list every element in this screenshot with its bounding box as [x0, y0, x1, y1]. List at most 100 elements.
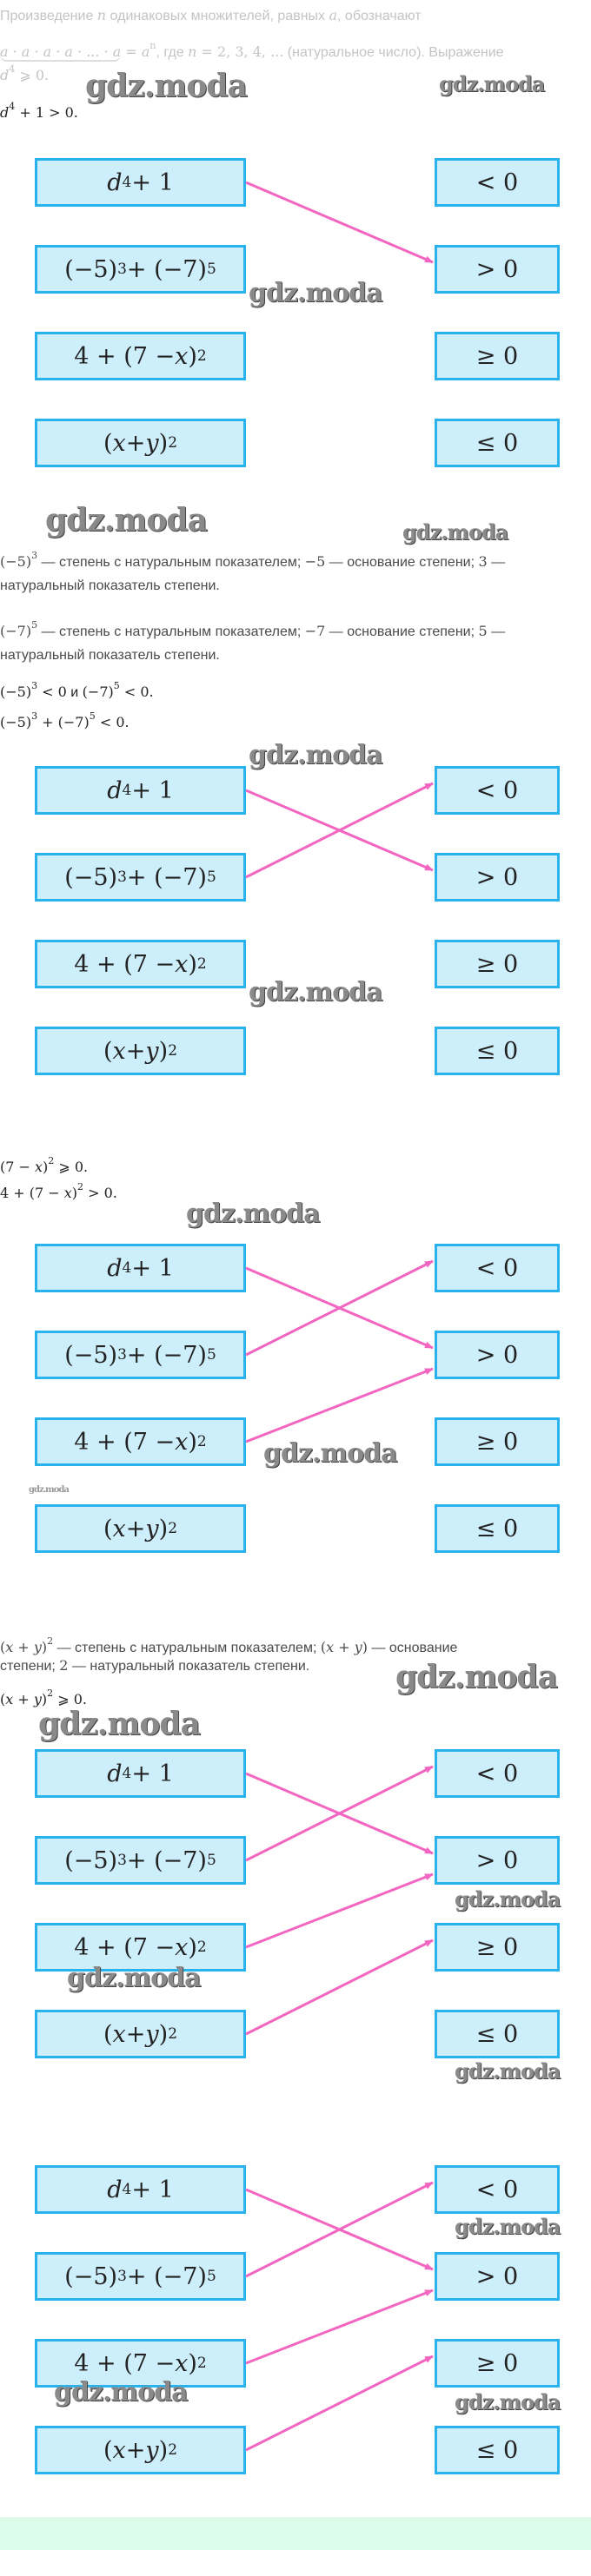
math-segment: + (−7)	[126, 863, 207, 891]
sign-box[interactable]: ≤ 0	[435, 2010, 560, 2058]
math-segment: +	[125, 1037, 146, 1065]
expression-box[interactable]: (−5)3 + (−7)5	[35, 245, 246, 294]
watermark: gdz.moda	[455, 2058, 561, 2084]
expression-box[interactable]: (x + y)2	[35, 1027, 246, 1075]
math-variable: x	[5, 1691, 14, 1707]
math-variable: x	[112, 1037, 126, 1065]
superscript: 2	[77, 1181, 84, 1192]
watermark: gdz.moda	[455, 1886, 561, 1912]
math-segment: 2	[59, 1657, 69, 1674]
math-segment: )	[71, 1185, 78, 1201]
math-segment: +	[13, 1691, 34, 1707]
expression-box[interactable]: 4 + (7 − x)2	[35, 940, 246, 988]
math-segment: 5	[478, 623, 488, 639]
sign-box[interactable]: > 0	[435, 853, 560, 902]
sign-box[interactable]: ≤ 0	[435, 1027, 560, 1075]
math-segment: + (−7)	[126, 1341, 207, 1369]
expression-box[interactable]: (−5)3 + (−7)5	[35, 2252, 246, 2301]
math-segment: ⩾ 0.	[54, 1159, 89, 1175]
sign-box[interactable]: < 0	[435, 1749, 560, 1798]
sign-box[interactable]: ≥ 0	[435, 332, 560, 380]
superscript: 2	[168, 2025, 178, 2043]
text-segment: — основание	[368, 1641, 458, 1655]
math-segment: )	[41, 1691, 48, 1707]
watermark: gdz.moda	[186, 1199, 321, 1229]
watermark: gdz.moda	[249, 278, 383, 308]
expression-box[interactable]: (x + y)2	[35, 419, 246, 467]
math-segment: 4 + (7 −	[74, 1428, 176, 1456]
superscript: 3	[117, 1852, 127, 1869]
match-arrow	[245, 2355, 434, 2452]
intro-line-3: d4 ⩾ 0.	[0, 60, 49, 86]
expression-box[interactable]: 4 + (7 − x)2	[35, 1923, 246, 1972]
watermark: gdz.moda	[263, 1438, 398, 1469]
sign-box[interactable]: ≥ 0	[435, 2339, 560, 2388]
math-variable: y	[145, 2020, 159, 2048]
sign-box[interactable]: < 0	[435, 766, 560, 815]
sign-box[interactable]: ≤ 0	[435, 419, 560, 467]
math-segment: +	[13, 1639, 34, 1655]
superscript: 2	[168, 2441, 178, 2459]
math-variable: x	[175, 950, 189, 978]
sign-box[interactable]: < 0	[435, 2165, 560, 2214]
expression-box[interactable]: (−5)3 + (−7)5	[35, 1836, 246, 1885]
math-variable: y	[33, 1639, 42, 1655]
math-segment: (	[103, 1037, 113, 1065]
math-segment: (−5)	[64, 2262, 118, 2290]
sign-box[interactable]: < 0	[435, 158, 560, 207]
superscript: 2	[196, 955, 207, 973]
expression-box[interactable]: (x + y)2	[35, 1504, 246, 1553]
text-segment: —	[487, 624, 506, 639]
expression-box[interactable]: (−5)3 + (−7)5	[35, 853, 246, 902]
sign-box[interactable]: ≥ 0	[435, 1923, 560, 1972]
sign-box[interactable]: ≤ 0	[435, 2426, 560, 2474]
math-segment: )	[41, 1639, 48, 1655]
math-variable: x	[112, 429, 126, 457]
sign-box[interactable]: ≥ 0	[435, 1417, 560, 1466]
sign-box[interactable]: > 0	[435, 2252, 560, 2301]
sign-box[interactable]: < 0	[435, 1244, 560, 1292]
superscript: 4	[122, 1259, 132, 1277]
math-segment: )	[188, 950, 197, 978]
match-arrow	[245, 2289, 434, 2365]
match-arrow	[245, 1266, 434, 1350]
expression-box[interactable]: 4 + (7 − x)2	[35, 1417, 246, 1466]
math-segment: =	[121, 43, 142, 60]
math-segment: +	[125, 1515, 146, 1542]
math-variable: x	[175, 1933, 189, 1961]
superscript: 3	[117, 2268, 127, 2285]
expression-box[interactable]: 4 + (7 − x)2	[35, 332, 246, 380]
sign-box[interactable]: > 0	[435, 245, 560, 294]
math-variable: x	[175, 342, 189, 370]
math-segment: )	[158, 2436, 169, 2464]
superscript: 5	[206, 2268, 216, 2285]
math-segment: −5	[304, 553, 326, 570]
expression-box[interactable]: (x + y)2	[35, 2426, 246, 2474]
watermark: gdz.moda	[439, 71, 545, 96]
sign-box[interactable]: ≤ 0	[435, 1504, 560, 1553]
watermark: gdz.moda	[455, 2389, 561, 2414]
math-segment: (−5)	[64, 255, 118, 283]
math-segment: > 0.	[83, 1185, 117, 1201]
math-segment: (	[0, 1639, 6, 1655]
math-segment: (−5)	[0, 553, 32, 570]
superscript: 5	[113, 680, 120, 691]
math-segment: = 2, 3, 4, ...	[196, 43, 284, 60]
expression-box[interactable]: (−5)3 + (−7)5	[35, 1331, 246, 1379]
math-segment: + (−7)	[126, 2262, 207, 2290]
expression-box[interactable]: (x + y)2	[35, 2010, 246, 2058]
sign-box[interactable]: > 0	[435, 1836, 560, 1885]
match-arrow	[245, 782, 434, 879]
sign-box[interactable]: > 0	[435, 1331, 560, 1379]
math-segment: )	[43, 1159, 49, 1175]
math-segment: +	[125, 2436, 146, 2464]
sign-box[interactable]: ≥ 0	[435, 940, 560, 988]
math-segment: )	[158, 429, 169, 457]
expression-box[interactable]: 4 + (7 − x)2	[35, 2339, 246, 2388]
